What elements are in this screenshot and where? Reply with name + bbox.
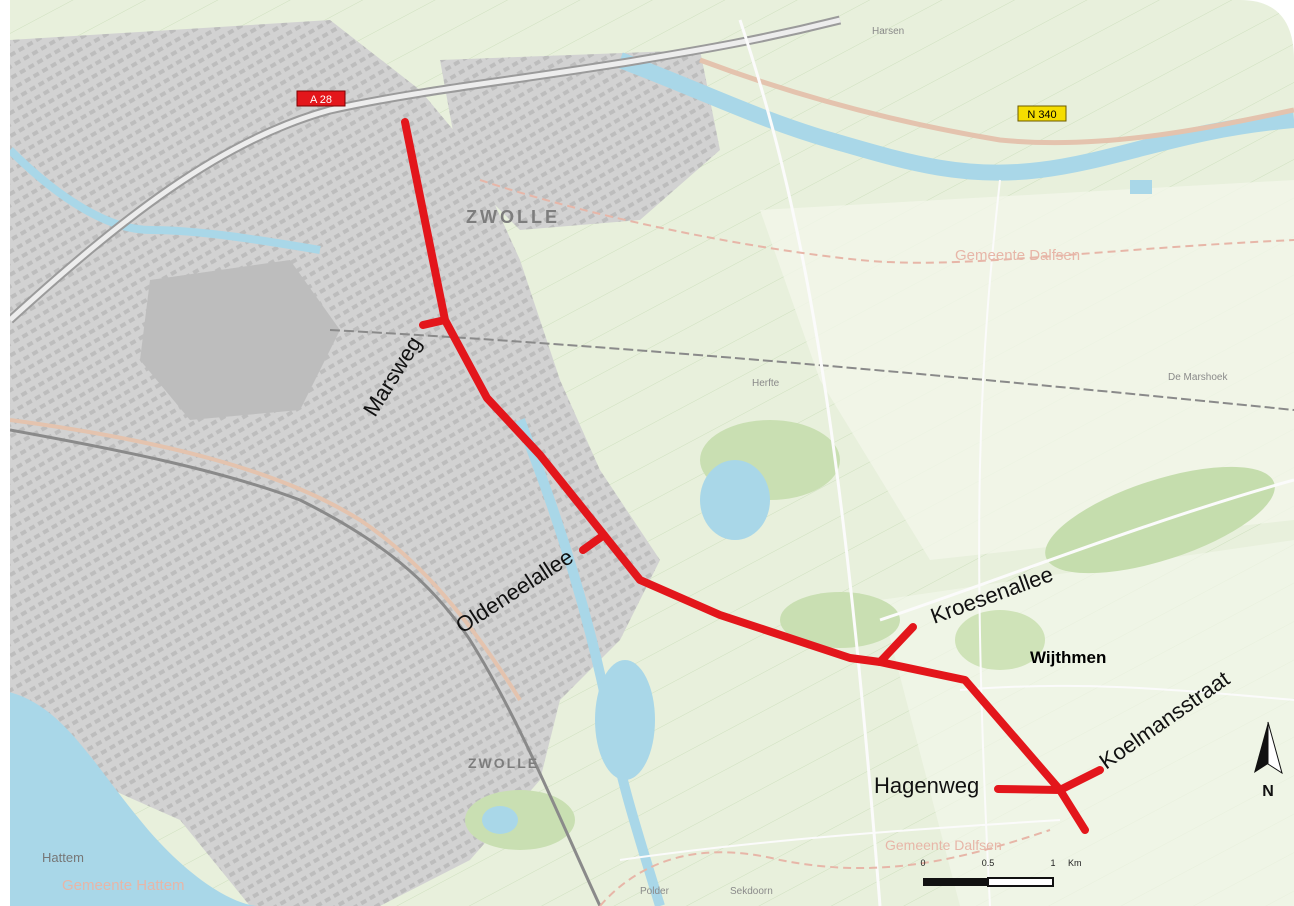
municipality-label-dalfsen-south: Gemeente Dalfsen (885, 837, 1002, 853)
route-spur-hagenweg (994, 785, 1064, 794)
pond-zwolle (482, 806, 518, 834)
scale-bar-tick-2: 1 (1050, 858, 1055, 868)
town-label-hattem: Hattem (42, 850, 84, 865)
pond-north (1130, 180, 1152, 194)
road-diagonal-2 (978, 179, 1001, 906)
road-diagonal-1 (738, 19, 882, 906)
route-spur-marsweg (419, 316, 449, 329)
street-label-hagenweg: Hagenweg (874, 773, 979, 798)
road-badge-n340: N 340 (1017, 105, 1067, 122)
road-south-east (619, 819, 1061, 861)
railway-east (329, 329, 1294, 411)
scale-bar-segment-2 (987, 877, 1054, 887)
north-arrow-label: N (1262, 783, 1274, 800)
scale-bar: 0 0.5 1 Km (920, 858, 1082, 887)
river-ijssel (10, 690, 260, 906)
road-n340 (699, 57, 1294, 146)
scale-bar-segment-1 (923, 878, 988, 886)
lake-herfte (700, 460, 770, 540)
road-badge-a28-label: A 28 (310, 94, 332, 106)
north-arrow-icon (1254, 722, 1268, 773)
municipality-label-dalfsen-north: Gemeente Dalfsen (955, 247, 1080, 264)
canal-west (10, 147, 321, 254)
road-southwest (10, 418, 522, 702)
town-label-zwolle-south: ZWOLLE (468, 755, 539, 771)
place-label-sekdoorn: Sekdoorn (730, 886, 773, 897)
route-main (401, 118, 1089, 834)
lake-south (595, 660, 655, 780)
railway-south (10, 428, 602, 906)
motorway-a28-inner (10, 17, 841, 322)
forest-5 (465, 790, 575, 850)
route-spur-kroesenallee (876, 623, 917, 666)
scale-bar-tick-0: 0 (920, 858, 925, 868)
route-spur-koelmansstraat (1056, 766, 1104, 794)
road-badge-a28: A 28 (296, 90, 346, 107)
town-label-zwolle-north: ZWOLLE (466, 207, 560, 227)
fields-east (760, 180, 1294, 560)
place-label-marshoek: De Marshoek (1168, 372, 1228, 383)
town-label-wijthmen: Wijthmen (1030, 648, 1106, 667)
north-arrow-icon-outline (1267, 721, 1283, 775)
place-label-harsen: Harsen (872, 26, 904, 37)
forest-3 (780, 592, 900, 648)
route (401, 118, 1104, 834)
road-east-2 (959, 684, 1294, 701)
urban-old-town (140, 260, 340, 420)
scale-bar-unit: Km (1068, 858, 1082, 868)
municipality-label-hattem: Gemeente Hattem (62, 877, 185, 894)
place-label-polder: Polder (640, 886, 670, 897)
urban-zwolle-north (440, 50, 720, 230)
north-arrow: N (1254, 721, 1283, 800)
road-badge-n340-label: N 340 (1027, 109, 1056, 121)
scale-bar-tick-1: 0.5 (982, 858, 995, 868)
road-badge-n340-bg (1017, 105, 1067, 122)
municipality-border-south (599, 829, 1051, 906)
municipality-border (479, 179, 1294, 264)
place-label-herfte: Herfte (752, 378, 780, 389)
road-east (879, 478, 1294, 622)
forest-4 (955, 610, 1045, 670)
river-vecht (617, 52, 1294, 181)
route-spur-oldeneelallee (579, 531, 608, 554)
road-badge-a28-bg (296, 90, 346, 107)
